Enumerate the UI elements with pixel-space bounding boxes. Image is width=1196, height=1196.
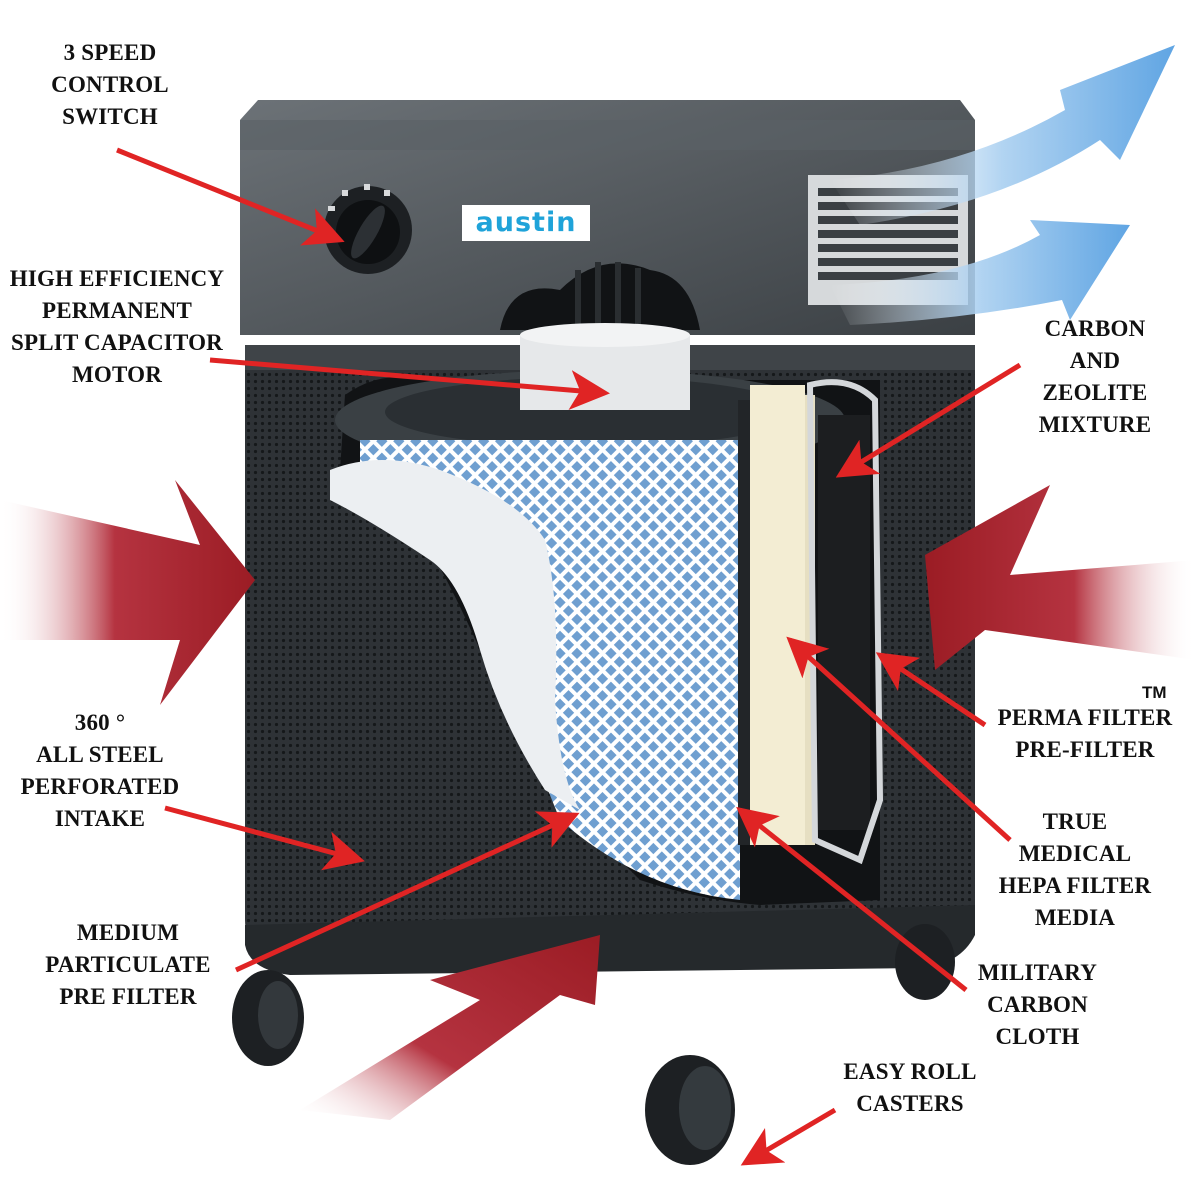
arrow-motor [209, 357, 610, 411]
label-carbon-cloth: MILITARY CARBON CLOTH [977, 960, 1098, 1049]
label-hepa: TRUE MEDICAL HEPA FILTER MEDIA [998, 809, 1152, 930]
label-perma-filter: PERMA FILTER PRE-FILTER [997, 705, 1173, 762]
intake-arrows [0, 480, 1196, 1120]
label-motor: HIGH EFFICIENCY PERMANENT SPLIT CAPACITO… [9, 266, 225, 387]
trademark-symbol: TM [1142, 683, 1167, 702]
casters [232, 924, 955, 1165]
arrow-intake [164, 805, 365, 871]
arrow-carbon-zeolite [835, 362, 1022, 478]
label-speed-switch: 3 SPEED CONTROL SWITCH [51, 40, 169, 129]
brand-logo: austin [462, 205, 590, 241]
arrow-casters [740, 1107, 837, 1166]
arrow-pre-filter [234, 811, 580, 973]
filter-cutaway [330, 323, 884, 906]
exhaust-arrows [830, 45, 1175, 325]
arrow-carbon-cloth [736, 806, 968, 992]
label-carbon-zeolite: CARBON AND ZEOLITE MIXTURE [1038, 316, 1152, 437]
label-pre-filter: MEDIUM PARTICULATE PRE FILTER [45, 920, 211, 1009]
arrow-hepa [786, 636, 1012, 842]
arrow-perma-filter [875, 652, 987, 728]
label-casters: EASY ROLL CASTERS [843, 1059, 977, 1116]
callout-arrows [116, 147, 1022, 1166]
arrow-speed-switch [116, 147, 345, 246]
label-intake: 360 ° ALL STEEL PERFORATED INTAKE [20, 710, 180, 831]
